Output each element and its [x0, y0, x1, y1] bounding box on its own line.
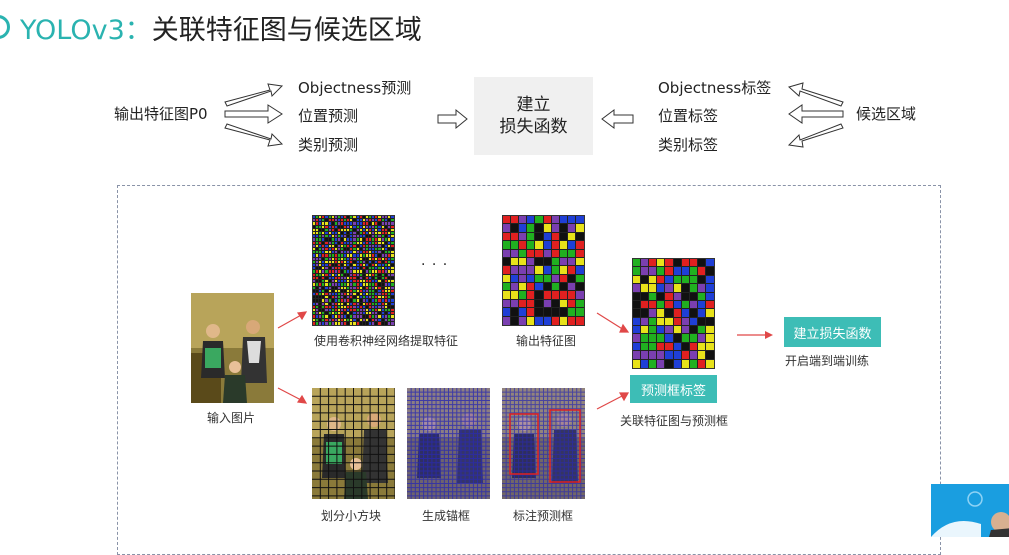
split-arrows-left [224, 83, 284, 147]
ellipsis: · · · [421, 257, 449, 273]
conv-caption: 使用卷积神经网络提取特征 [314, 334, 459, 348]
arrow-head-icon [619, 323, 630, 333]
arrow-head-icon [296, 311, 308, 321]
label-caption: 标注预测框 [513, 509, 574, 523]
red-arrows-assoc [596, 312, 630, 410]
loss-box-line1: 建立 [516, 95, 551, 115]
labeled-image [502, 388, 585, 499]
label-class: 类别标签 [658, 136, 719, 154]
merge-arrows-right [787, 82, 844, 148]
prediction-location: 位置预测 [298, 107, 359, 125]
output-caption: 输出特征图 [516, 334, 577, 348]
label-location: 位置标签 [658, 107, 719, 125]
title-prefix: YOLOv3 [20, 15, 125, 46]
arrow-down-right-icon [224, 123, 284, 147]
prediction-class: 类别预测 [298, 136, 359, 154]
e2e-caption: 开启端到端训练 [785, 354, 870, 368]
conv-feature-map [312, 215, 395, 326]
arrow-left-icon [788, 104, 844, 124]
red-arrow-right-icon [737, 331, 773, 339]
anchor-caption: 生成锚框 [422, 509, 471, 523]
build-loss-tag: 建立损失函数 [784, 317, 881, 347]
output-feature-map [502, 215, 585, 326]
input-image-caption: 输入图片 [207, 411, 256, 425]
prediction-box-label-tag: 预测框标签 [630, 375, 717, 403]
candidate-region-label: 候选区域 [856, 105, 917, 123]
label-objectness: Objectness标签 [658, 79, 772, 97]
arrow-down-left-icon [787, 123, 844, 148]
arrow-right-icon [437, 108, 468, 130]
page-title: YOLOv3：关联特征图与候选区域 [20, 14, 422, 48]
anchor-image [407, 388, 490, 499]
arrow-head-icon [618, 392, 630, 402]
loss-box-line2: 损失函数 [499, 117, 568, 137]
arrow-left-icon [601, 109, 634, 129]
arrow-head-icon [296, 394, 308, 404]
title-separator: ： [124, 15, 152, 46]
loss-function-box: 建立 损失函数 [474, 77, 593, 155]
associated-feature-map [632, 258, 715, 369]
logo-icon [0, 15, 10, 39]
presenter-thumbnail [931, 484, 1009, 537]
arrow-right-icon [224, 104, 283, 124]
arrow-up-right-icon [224, 83, 284, 107]
prediction-objectness: Objectness预测 [298, 79, 412, 97]
red-arrows-input [277, 311, 308, 404]
grid-image [312, 388, 395, 499]
grid-caption: 划分小方块 [321, 509, 382, 523]
arrow-up-left-icon [787, 82, 844, 107]
input-image [191, 293, 274, 403]
assoc-caption: 关联特征图与预测框 [620, 414, 729, 428]
title-main: 关联特征图与候选区域 [151, 15, 422, 46]
flow-input-label: 输出特征图P0 [114, 105, 208, 123]
